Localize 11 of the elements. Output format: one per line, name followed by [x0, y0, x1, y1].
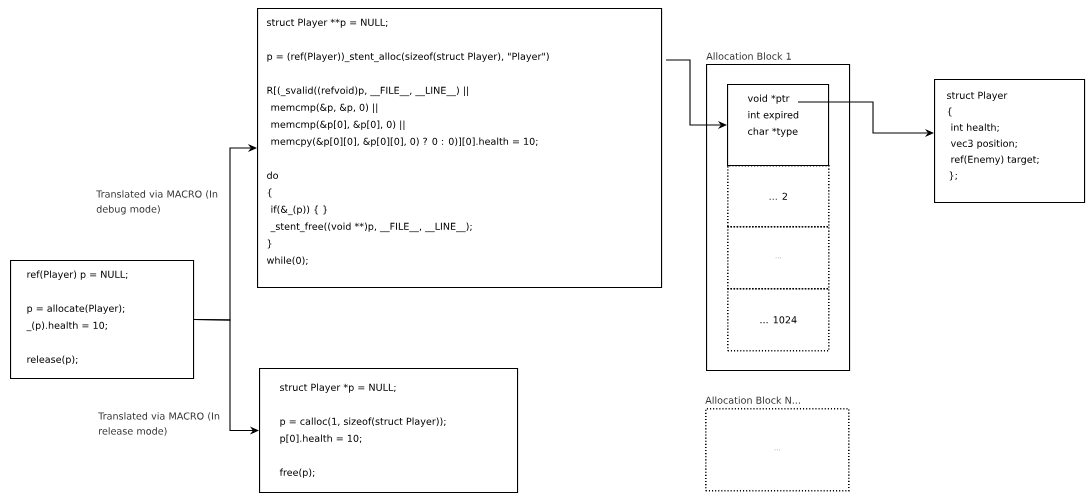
code-box: ref(Player) p = NULL; p = allocate(Player); _(p).health = 10; release(p);	[10, 260, 195, 380]
block-heading: Allocation Block 1	[706, 52, 791, 60]
code-box: struct Player **p = NULL; p = (ref(Player))_stent_alloc(sizeof(struct Player), "Player") R[(_svalid((refvoid)p, __FILE__, __LINE__) || memcmp(&p, &p, 0) || memcmp(&p[0], &p[0], 0) || memcpy(&p[0][0], &p[0][0], 0) ? 0 : 0)][0].health = 10; do { if(&_(p)) { } _stent_free((void **)p, __FILE__, __LINE__); } while(0);	[257, 8, 663, 289]
code-box: struct Player { int health; vec3 position; ref(Enemy) target; };	[934, 79, 1086, 204]
slot-box: void *ptr int expired char *type	[727, 84, 830, 167]
slot-box: ... 1024	[727, 288, 830, 352]
block-heading: Allocation Block N...	[705, 396, 800, 404]
edge-label: Translated via MACRO (In release mode)	[98, 412, 220, 436]
edge-label: Translated via MACRO (In debug mode)	[96, 190, 218, 215]
code-box: struct Player *p = NULL; p = calloc(1, sizeof(struct Player)); p[0].health = 10; free(p);	[259, 368, 519, 493]
slot-box: ... 2	[727, 165, 830, 228]
